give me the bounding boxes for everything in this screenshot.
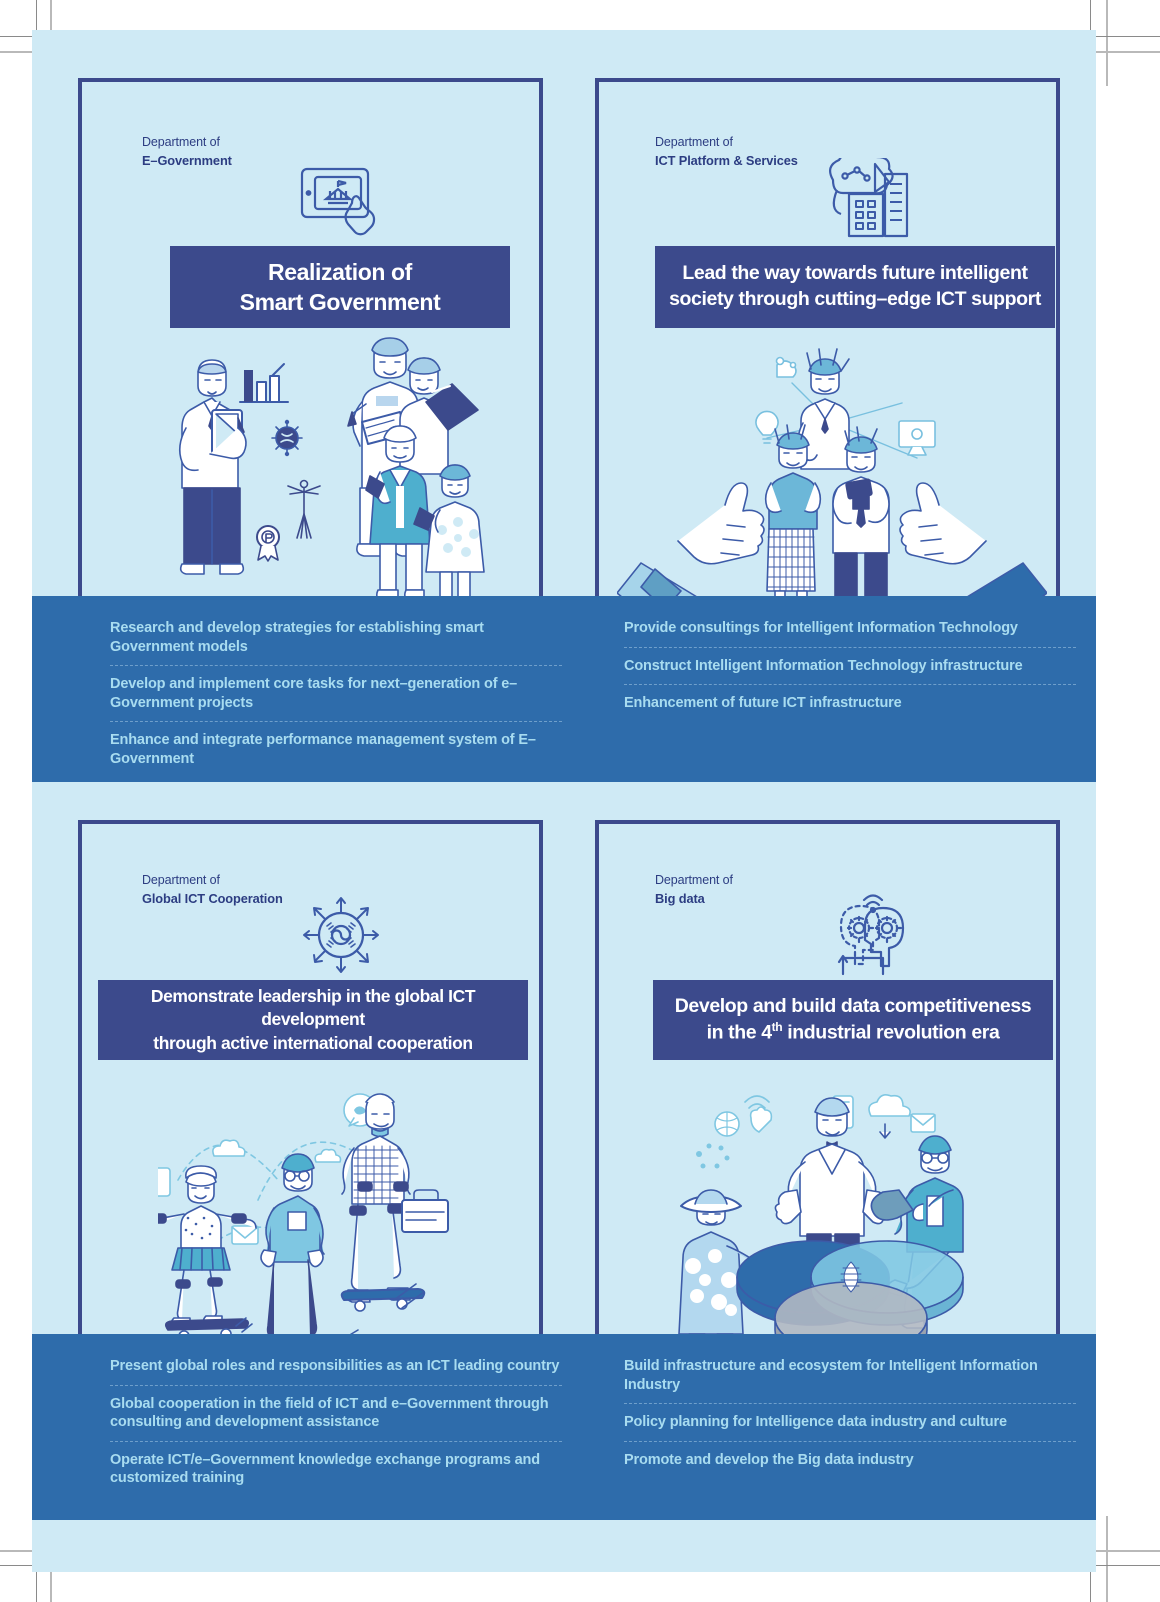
bullet-item: Promote and develop the Big data industr… [624,1451,914,1468]
crop-mark-bottom-right-h [1074,1565,1160,1566]
panel-global-ict-cooperation: Department of Global ICT Cooperation [78,820,543,1510]
title-box-big-data: Develop and build data competitiveness i… [653,980,1053,1060]
bullet-item: Develop and implement core tasks for nex… [110,666,562,723]
dept-prefix: Department of [142,135,220,149]
title-line-2: in the 4th industrial revolution era [675,1020,1031,1046]
bullet-item: Build infrastructure and ecosystem for I… [624,1348,1076,1405]
dept-prefix: Department of [142,873,220,887]
tablet-government-touch-icon [296,163,396,243]
title-box-global-ict: Demonstrate leadership in the global ICT… [98,980,528,1060]
taegeuk-radiating-arrows-icon [296,890,386,980]
top-row: Department of E–Government [32,30,1096,796]
bullet-list-ict-platform: Provide consultings for Intelligent Info… [624,610,1076,722]
title-line-2: through active international cooperation [153,1032,473,1053]
bottom-row: Department of Global ICT Cooperation [32,796,1096,1572]
dept-name: E–Government [142,152,232,168]
bullet-list-global-ict: Present global roles and responsibilitie… [110,1348,562,1497]
skateboarders-connected-illustration [158,1070,518,1360]
crop-mark-top-right-v2 [1106,0,1108,86]
panel-big-data: Department of Big data [595,820,1060,1510]
title-line-2-pre: in the 4 [706,1021,772,1044]
dept-name: Big data [655,890,705,906]
thumbs-up-family-network-illustration [617,343,1047,603]
bullet-list-e-government: Research and develop strategies for esta… [110,610,562,777]
bullet-list-big-data: Build infrastructure and ecosystem for I… [624,1348,1076,1478]
bullet-item: Enhancement of future ICT infrastructure [624,695,902,712]
crop-mark-top-right-h2 [1074,51,1160,53]
crop-mark-top-right-h [1074,36,1160,37]
title-box-ict-platform: Lead the way towards future intelligent … [655,246,1055,328]
bullet-item: Policy planning for Intelligence data in… [624,1404,1076,1442]
bullet-item: Research and develop strategies for esta… [110,610,562,667]
dept-prefix: Department of [655,135,733,149]
bullet-item: Enhance and integrate performance manage… [110,732,536,767]
title-line-1: Lead the way towards future intelligent [682,262,1028,285]
title-line-1: Demonstrate leadership in the global ICT… [150,986,476,1030]
crop-mark-bottom-right-h2 [1074,1550,1160,1552]
dept-prefix: Department of [655,873,733,887]
dept-name: Global ICT Cooperation [142,890,283,906]
title-line-2: society through cutting–edge ICT support [669,288,1041,310]
panel-e-government: Department of E–Government [78,78,543,758]
bullet-item: Present global roles and responsibilitie… [110,1348,562,1386]
infographic-page: Department of E–Government [32,30,1096,1572]
two-heads-gears-wifi-icon [815,892,915,982]
dept-label-big-data: Department of Big data [655,872,733,908]
panel-ict-platform-services: Department of ICT Platform & Services [595,78,1060,758]
people-with-devices-illustration [168,336,508,601]
title-line-1: Develop and build data competitiveness [674,995,1032,1018]
bullet-item: Construct Intelligent Information Techno… [624,648,1076,686]
venn-diagram-people-illustration [665,1072,1035,1362]
dept-label-global-ict: Department of Global ICT Cooperation [142,872,283,908]
info-band-bottom: Present global roles and responsibilitie… [32,1334,1096,1520]
dept-label-ict-platform: Department of ICT Platform & Services [655,134,798,170]
info-band-top: Research and develop strategies for esta… [32,596,1096,782]
brain-city-building-icon [823,158,918,240]
dept-label-e-government: Department of E–Government [142,134,232,170]
crop-mark-bottom-right-v2 [1106,1516,1108,1602]
dept-name: ICT Platform & Services [655,152,798,168]
title-line-2-post: industrial revolution era [782,1021,1000,1044]
bullet-item: Provide consultings for Intelligent Info… [624,610,1076,648]
title-line-2: Smart Government [239,289,441,315]
title-line-1: Realization of [268,258,412,285]
ordinal-suffix: th [771,1019,783,1034]
bullet-item: Operate ICT/e–Government knowledge excha… [110,1451,540,1487]
bullet-item: Global cooperation in the field of ICT a… [110,1386,562,1442]
title-box-e-government: Realization of Smart Government [170,246,510,328]
